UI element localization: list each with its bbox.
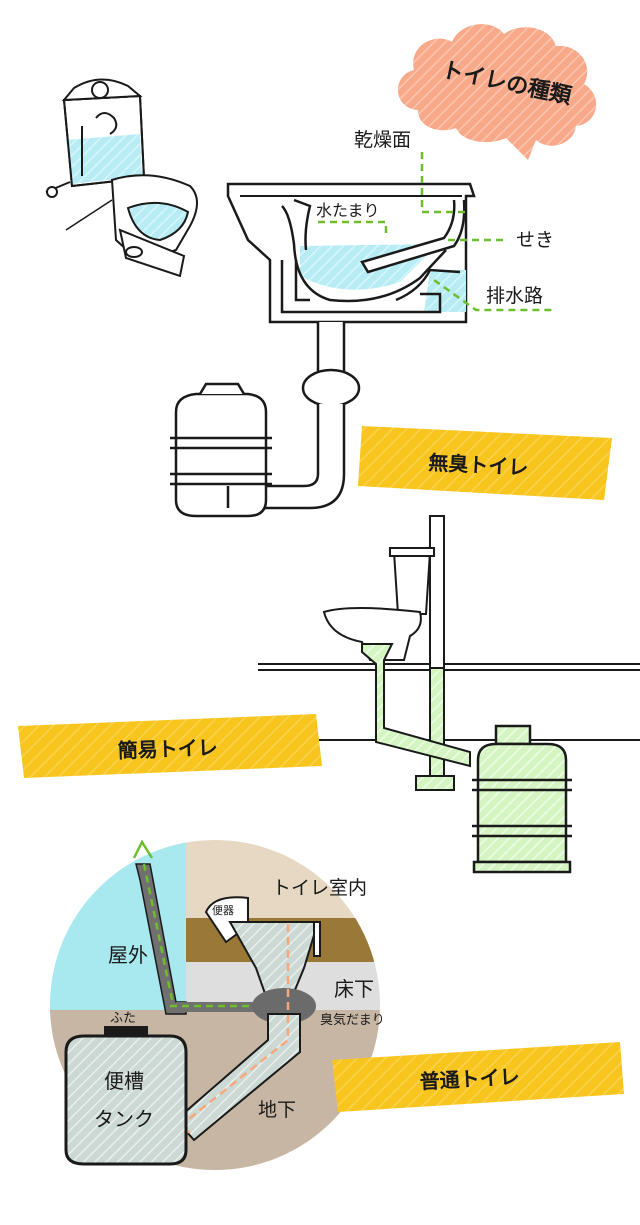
odorless-toilet-illustration: 乾燥面 水たまり せき 排水路 — [45, 78, 554, 518]
vent-arrow-icon — [132, 839, 154, 859]
toilet-bowl-label: 便器 — [212, 904, 234, 917]
water-pool-label: 水たまり — [316, 201, 380, 220]
lid-label: ふた — [110, 1011, 136, 1026]
tank-label-line1: 便槽 — [104, 1069, 144, 1093]
section1-title: 無臭トイレ — [428, 450, 529, 479]
dry-surface-label: 乾燥面 — [354, 129, 411, 151]
toilet-tank-icon — [45, 78, 198, 278]
simple-toilet-illustration — [258, 515, 640, 874]
section3-title: 普通トイレ — [419, 1064, 520, 1093]
weir-label: せき — [516, 229, 554, 251]
conventional-toilet-illustration: 屋外 トイレ室内 便器 床下 臭気だまり ふた 便槽 タンク 地下 — [50, 839, 385, 1170]
ribbon-conventional-toilet: 普通トイレ — [332, 1042, 624, 1112]
underground-label: 地下 — [258, 1099, 296, 1121]
ribbon-simple-toilet: 簡易トイレ — [18, 714, 322, 778]
odor-pocket-label: 臭気だまり — [320, 1012, 385, 1028]
outdoor-label: 屋外 — [108, 943, 148, 967]
ribbon-odorless-toilet: 無臭トイレ — [358, 426, 612, 500]
section2-title: 簡易トイレ — [117, 735, 218, 762]
underfloor-label: 床下 — [334, 977, 374, 1001]
drain-label: 排水路 — [486, 285, 543, 307]
heading-cloud-badge: トイレの種類 — [397, 24, 597, 160]
indoor-label: トイレ室内 — [272, 877, 367, 899]
tank-label-line2: タンク — [94, 1107, 154, 1131]
septic-tank-icon — [64, 1026, 188, 1166]
